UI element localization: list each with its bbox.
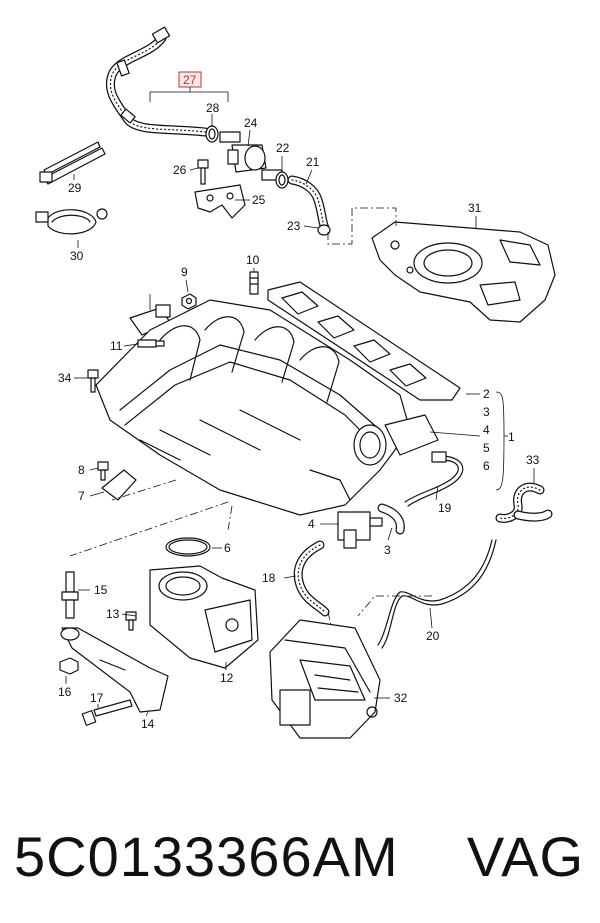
callout-32: 32 xyxy=(394,691,408,705)
callout-31: 31 xyxy=(468,201,482,215)
hose-33 xyxy=(495,482,553,523)
callout-17: 17 xyxy=(90,691,104,705)
air-filter-box-32 xyxy=(269,619,381,739)
connection-line-manifold-7 xyxy=(111,479,177,501)
footer: 5C0133366AM VAG xyxy=(0,812,600,902)
hose-18 xyxy=(293,540,330,617)
cable-tie-29 xyxy=(39,141,106,185)
exploded-parts-diagram: 1 2 3 4 5 6 7 8 9 10 11 12 13 14 15 16 1… xyxy=(35,26,556,739)
bracket-25 xyxy=(194,184,246,219)
callout-23: 23 xyxy=(287,219,301,233)
callout-13: 13 xyxy=(106,607,120,621)
callout-34: 34 xyxy=(58,371,72,385)
brand-label: VAG xyxy=(466,825,584,888)
callout-1: 1 xyxy=(508,430,515,444)
callout-3-hose: 3 xyxy=(384,543,391,557)
hose-3 xyxy=(377,503,405,535)
callout-8: 8 xyxy=(78,463,85,477)
connection-line-manifold-15 xyxy=(69,501,229,557)
hose-20 xyxy=(377,539,497,649)
callout-9: 9 xyxy=(181,265,188,279)
nut-16 xyxy=(59,657,79,675)
gasket-set-2 xyxy=(267,281,461,401)
callout-4-valve: 4 xyxy=(308,517,315,531)
callout-29: 29 xyxy=(68,181,82,195)
hose-clamp-23 xyxy=(317,224,331,236)
stud-10 xyxy=(249,271,259,295)
callout-30: 30 xyxy=(70,249,84,263)
cylinder-head-cover-31 xyxy=(371,221,556,323)
callout-15: 15 xyxy=(94,583,108,597)
callout-19: 19 xyxy=(438,501,452,515)
callout-28: 28 xyxy=(206,101,220,115)
callout-10: 10 xyxy=(246,253,260,267)
callout-27: 27 xyxy=(183,73,197,87)
callout-12: 12 xyxy=(220,671,234,685)
gasket-6 xyxy=(165,537,211,557)
callout-22: 22 xyxy=(276,141,290,155)
callout-25: 25 xyxy=(252,193,266,207)
hose-clamp-28 xyxy=(205,125,219,143)
callout-3: 3 xyxy=(483,405,490,419)
part-number: 5C0133366AM xyxy=(14,825,399,888)
bolt-8 xyxy=(97,461,109,481)
callout-6: 6 xyxy=(483,459,490,473)
hose-clamp-22 xyxy=(275,171,289,189)
pressure-valve-24 xyxy=(219,131,283,181)
connection-line-manifold-12 xyxy=(227,505,233,531)
callout-16: 16 xyxy=(58,685,72,699)
bolt-17 xyxy=(81,699,133,726)
connection-line-18-32 xyxy=(327,611,333,631)
callout-4: 4 xyxy=(483,423,490,437)
bolt-34 xyxy=(87,369,99,393)
callout-33: 33 xyxy=(526,453,540,467)
stud-15 xyxy=(61,571,79,619)
highlight-box-27 xyxy=(178,71,202,88)
leader-lines xyxy=(65,86,535,717)
sensor-5 xyxy=(129,304,171,336)
callout-2: 2 xyxy=(483,387,490,401)
intake-manifold xyxy=(95,299,439,516)
throttle-body-12 xyxy=(149,565,259,669)
bolt-11 xyxy=(137,339,165,348)
callout-5: 5 xyxy=(483,441,490,455)
callout-14: 14 xyxy=(141,717,155,731)
callout-24: 24 xyxy=(244,116,258,130)
callout-21: 21 xyxy=(306,155,320,169)
callout-18: 18 xyxy=(262,571,276,585)
callout-26: 26 xyxy=(173,163,187,177)
support-bracket-14 xyxy=(60,627,169,713)
connection-line-20-32 xyxy=(357,595,432,617)
bolt-26 xyxy=(197,159,209,185)
callout-11: 11 xyxy=(110,339,123,353)
callout-labels: 1 2 3 4 5 6 7 8 9 10 11 12 13 14 15 16 1… xyxy=(58,73,540,731)
hose-21 xyxy=(287,175,330,233)
sensor-7 xyxy=(101,469,137,501)
clip-30 xyxy=(35,208,108,235)
callout-6-gasket: 6 xyxy=(224,541,231,555)
nut-9 xyxy=(181,293,197,310)
hose-19 xyxy=(404,451,464,507)
callout-7: 7 xyxy=(78,489,85,503)
callout-20: 20 xyxy=(426,629,440,643)
connection-line-23-31 xyxy=(327,207,397,245)
valve-4 xyxy=(337,511,383,549)
breather-hose-assembly xyxy=(106,26,210,137)
